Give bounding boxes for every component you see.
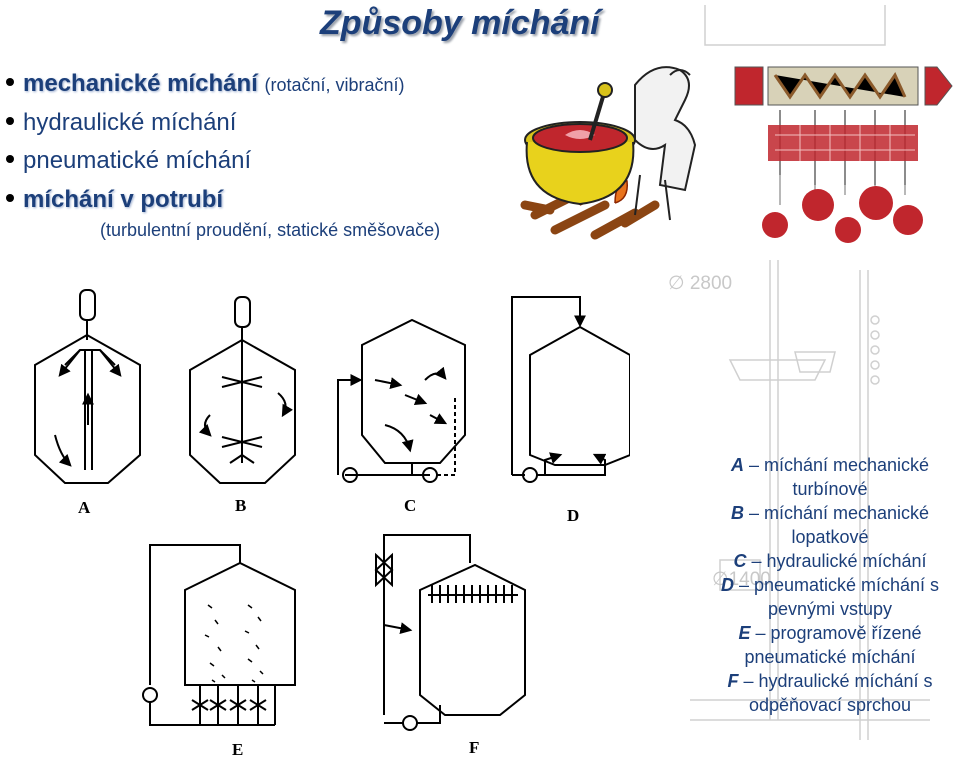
bullet-dot-icon [6, 193, 14, 202]
diameter-icon: ∅ [668, 273, 685, 294]
bullet-dot-icon [6, 77, 14, 86]
bullet-subnote: (turbulentní proudění, statické směšovač… [100, 220, 441, 240]
static-mixer-illustration [734, 66, 953, 243]
bullet-item-pneumatic: pneumatické míchání [6, 147, 251, 175]
diameter-icon: ∅ [712, 569, 729, 590]
diagram-label-e: E [232, 740, 243, 759]
diagram-label-f: F [469, 738, 479, 757]
page-title: Způsoby míchání [320, 4, 600, 42]
bullet-item-pipe: míchání v potrubí [6, 186, 223, 214]
legend-item-d: D – pneumatické míchání s pevnými vstupy [720, 575, 940, 619]
vessel-b [189, 296, 296, 484]
diagram-label-a: A [78, 498, 91, 517]
bullet-item-mechanical: mechanické míchání (rotační, vibrační) [6, 70, 405, 98]
legend-item-a: A – míchání mechanické turbínové [730, 455, 930, 499]
diagram-label-d: D [567, 506, 579, 525]
legend-item-b: B – míchání mechanické lopatkové [730, 503, 930, 547]
vessel-a [34, 289, 141, 484]
vessel-e [142, 544, 296, 726]
vessel-d [511, 296, 630, 483]
legend-item-f: F – hydraulické míchání s odpěňovací spr… [727, 671, 933, 715]
vessel-f [374, 534, 526, 731]
legend-item-e: E – programově řízené pneumatické míchán… [738, 623, 922, 667]
cooking-pot-illustration [520, 66, 697, 240]
legend-item-c: C – hydraulické míchání [733, 551, 927, 571]
bullet-item-hydraulic: hydraulické míchání [6, 109, 236, 137]
diagram-label-c: C [404, 496, 416, 515]
background-technical-drawing [690, 5, 930, 740]
background-dimension-1400: ∅1400 [712, 569, 771, 590]
bullet-dot-icon [6, 116, 14, 125]
mixing-diagrams: A B C D E F [34, 289, 630, 759]
background-dimension-2800: ∅ 2800 [668, 273, 733, 294]
diagram-label-b: B [235, 496, 246, 515]
diagram-legend: A – míchání mechanické turbínové B – míc… [700, 453, 960, 717]
bullet-dot-icon [6, 154, 14, 163]
vessel-c [337, 318, 466, 483]
